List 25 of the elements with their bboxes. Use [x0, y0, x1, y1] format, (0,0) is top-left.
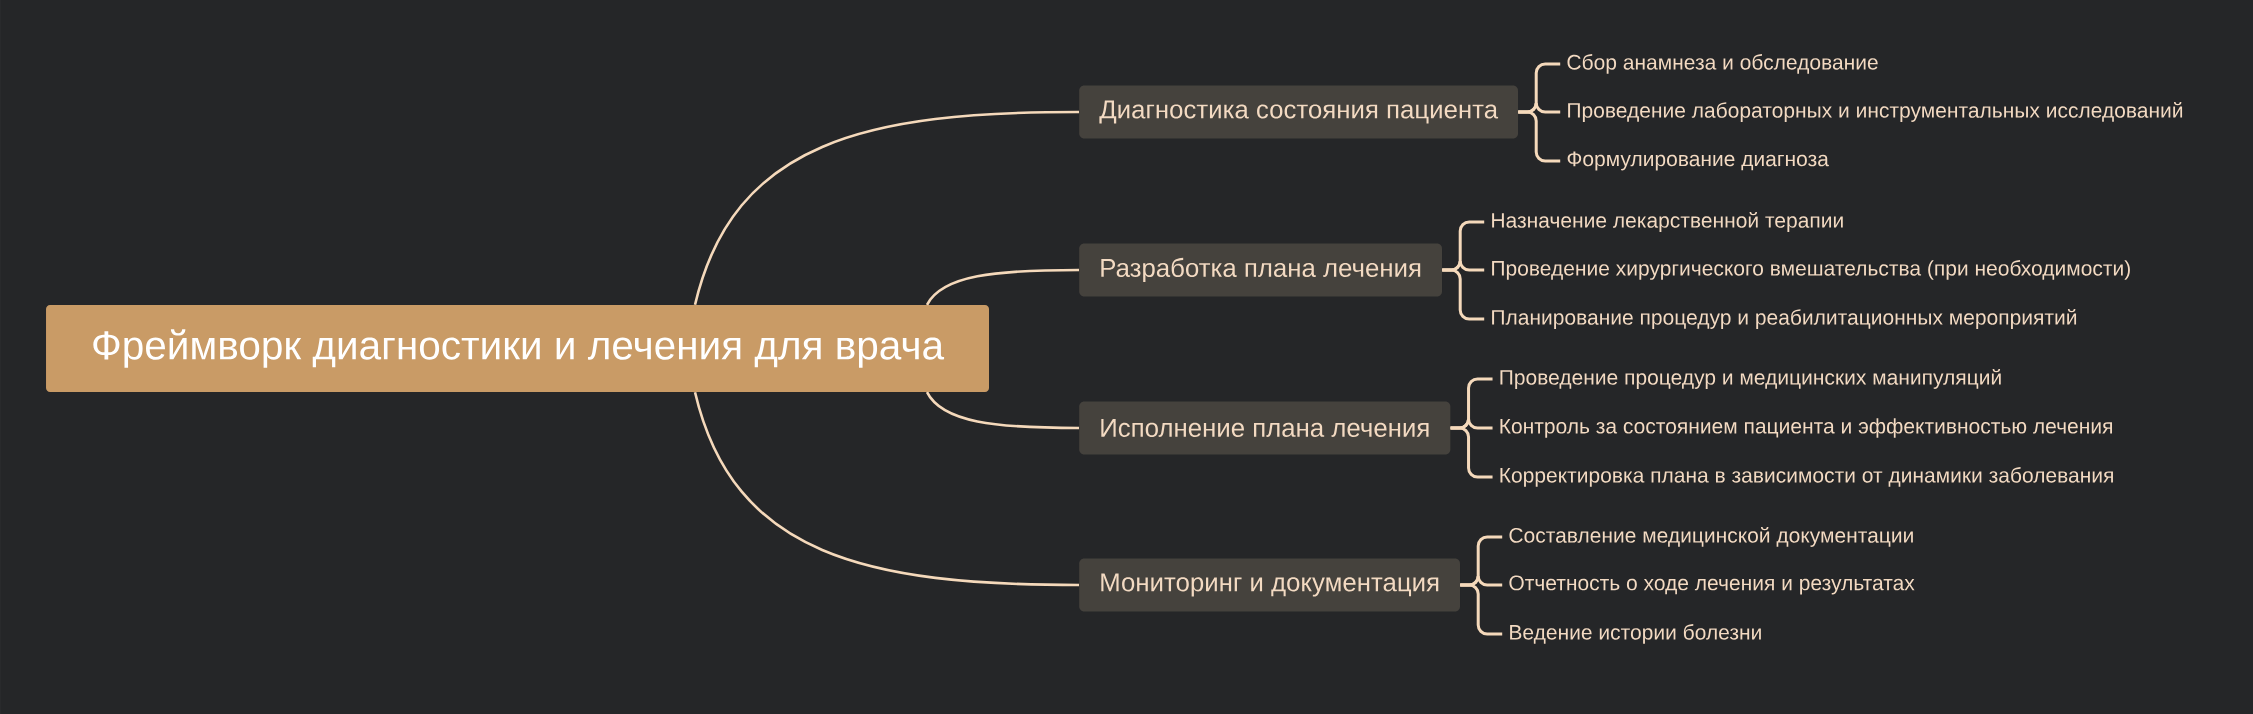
- bracket-connector: [1442, 268, 1485, 321]
- subtopic-text: Проведение лабораторных и инструментальных исследований: [1568, 102, 2183, 122]
- subtopic-text: Проведение хирургического вмешательства (при необходимости): [1492, 260, 2130, 280]
- curved-connector: [693, 391, 1080, 587]
- topic-box: Диагностика состояния пациента: [1079, 85, 1518, 139]
- subtopic-text: Назначение лекарственной терапии: [1492, 212, 1843, 232]
- bracket-connector: [1450, 426, 1493, 479]
- subtopic-text: Составление медицинской документации: [1509, 527, 1913, 547]
- topic-box: Исполнение плана лечения: [1079, 401, 1451, 455]
- bracket-connector: [1518, 110, 1561, 163]
- subtopic-text: Сбор анамнеза и обследование: [1567, 54, 1878, 74]
- subtopic-text: Ведение истории болезни: [1510, 624, 1761, 644]
- subtopic-text: Планирование процедур и реабилитационных мероприятий: [1492, 309, 2077, 329]
- subtopic-text: Формулирование диагноза: [1567, 151, 1829, 171]
- subtopic-text: Проведение процедур и медицинских манипуляций: [1500, 369, 2001, 389]
- curved-connector: [925, 268, 1080, 306]
- curved-connector: [693, 110, 1080, 306]
- bracket-connector: [1460, 583, 1503, 636]
- subtopic-text: Отчетность о ходе лечения и результатах: [1509, 575, 1915, 595]
- topic-box: Мониторинг и документация: [1079, 558, 1460, 612]
- curved-connector: [925, 391, 1080, 430]
- topic-box: Разработка плана лечения: [1079, 243, 1442, 297]
- subtopic-text: Контроль за состоянием пациента и эффективностью лечения: [1500, 418, 2112, 438]
- subtopic-text: Корректировка плана в зависимости от динамики заболевания: [1500, 467, 2113, 487]
- central-topic-box: Фреймворк диагностики и лечения для врача: [46, 305, 989, 392]
